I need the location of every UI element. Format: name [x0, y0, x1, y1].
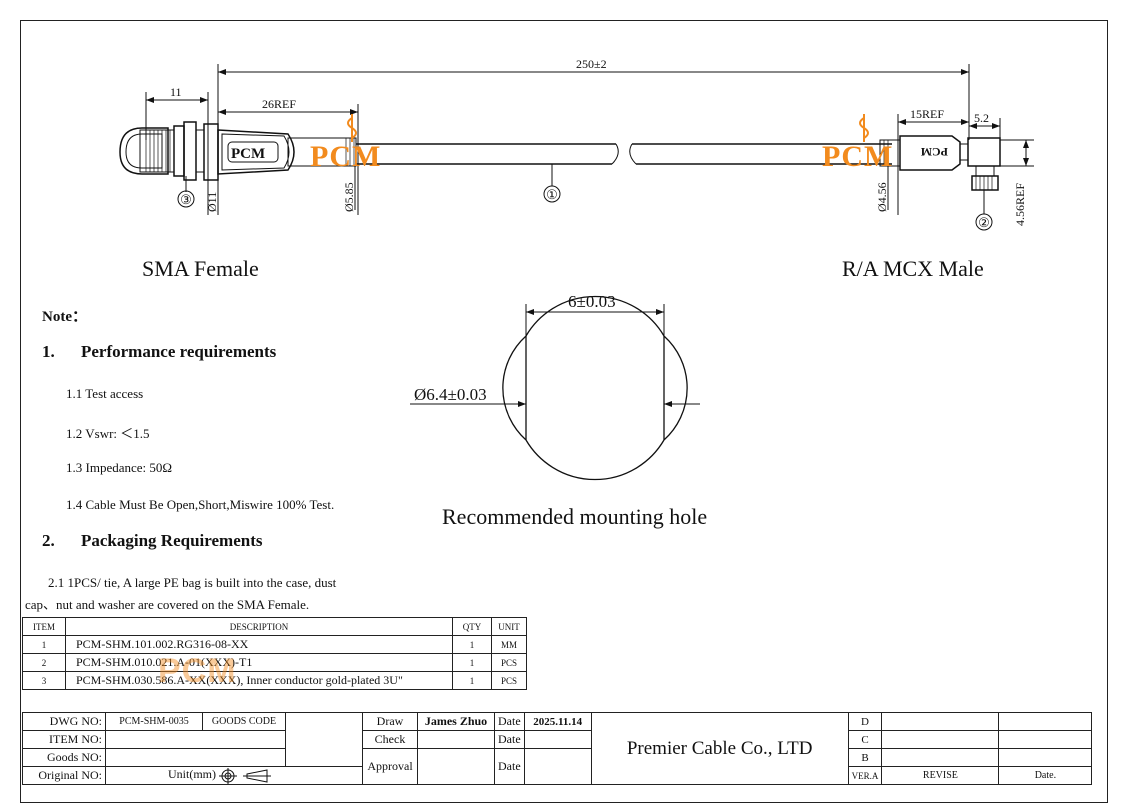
- sma-female-label: SMA Female: [142, 256, 259, 281]
- blank-cell: [998, 712, 1093, 731]
- bom-cell: MM: [491, 635, 527, 654]
- packaging-line-1: 2.1 1PCS/ tie, A large PE bag is built i…: [48, 575, 337, 590]
- date-label: Date: [494, 730, 525, 749]
- revise-label: REVISE: [881, 766, 1000, 785]
- bom-header-row: ITEM DESCRIPTION QTY UNIT: [22, 617, 527, 636]
- bom-cell: PCM-SHM.010.021.A-01(XXX)-T1: [65, 653, 453, 672]
- sma-brand: PCM: [231, 146, 265, 162]
- dim-overall: 250±2: [576, 57, 607, 71]
- unit-cell: Unit(mm): [105, 766, 363, 785]
- dwg-no-value: PCM-SHM-0035: [105, 712, 203, 731]
- section1-title: Performance requirements: [81, 342, 277, 361]
- note-title: Note：: [42, 309, 87, 325]
- balloon-cable: ①: [546, 187, 558, 202]
- cable-assembly-drawing: 250±2 11 26REF 15REF 5.2 Ø11 Ø5.85 Ø4.56…: [119, 57, 1034, 231]
- blank-cell: [881, 730, 1000, 749]
- section2-title: Packaging Requirements: [81, 531, 263, 550]
- balloon-sma: ③: [180, 192, 192, 207]
- bom-header-item: ITEM: [22, 617, 66, 636]
- watermark-logo-table: PCM: [158, 652, 237, 690]
- watermark-logo-left: PCM: [310, 140, 381, 173]
- bom-cell: PCM-SHM.030.586.A-XX(XXX), Inner conduct…: [65, 671, 453, 690]
- rev-c: C: [847, 730, 883, 749]
- perf-item-2: 1.2 Vswr: ＜1.5: [66, 426, 150, 441]
- blank-cell: [285, 712, 363, 731]
- watermark-logo-right: PCM: [822, 140, 893, 173]
- blank-cell: [285, 748, 363, 767]
- perf-item-4: 1.4 Cable Must Be Open,Short,Miswire 100…: [66, 497, 335, 512]
- bom-cell: 1: [452, 635, 492, 654]
- blank-cell: [417, 748, 495, 785]
- ver-label: VER.A: [847, 766, 883, 785]
- bom-cell: 3: [22, 671, 66, 690]
- drawer-name: James Zhuo: [417, 712, 495, 731]
- approval-label: Approval: [362, 748, 418, 785]
- goods-no-label: Goods NO:: [22, 748, 106, 767]
- goods-code-label: GOODS CODE: [202, 712, 286, 731]
- dim-26ref: 26REF: [262, 97, 296, 111]
- balloon-mcx: ②: [978, 215, 990, 230]
- check-label: Check: [362, 730, 418, 749]
- bom-cell: PCS: [491, 653, 527, 672]
- draw-label: Draw: [362, 712, 418, 731]
- bom-table: ITEM DESCRIPTION QTY UNIT 1 PCM-SHM.101.…: [22, 617, 527, 690]
- hole-diameter-dim: Ø6.4±0.03: [414, 385, 487, 404]
- date-col-label: Date.: [998, 766, 1093, 785]
- bom-cell: 1: [22, 635, 66, 654]
- mcx-male-label: R/A MCX Male: [842, 256, 984, 281]
- projection-symbol-icon: [219, 767, 271, 784]
- title-block: DWG NO: PCM-SHM-0035 GOODS CODE Draw Jam…: [22, 712, 1093, 785]
- table-row: 1 PCM-SHM.101.002.RG316-08-XX 1 MM: [22, 635, 527, 654]
- dwg-no-label: DWG NO:: [22, 712, 106, 731]
- blank-cell: [881, 748, 1000, 767]
- perf-item-3: 1.3 Impedance: 50Ω: [66, 460, 173, 475]
- blank-cell: [417, 730, 495, 749]
- mounting-hole-drawing: 6±0.03 Ø6.4±0.03: [410, 292, 700, 481]
- item-no-label: ITEM NO:: [22, 730, 106, 749]
- goods-no-value: [105, 748, 286, 767]
- dim-dia-4-56: Ø4.56: [875, 182, 889, 212]
- date-label: Date: [494, 712, 525, 731]
- bom-header-qty: QTY: [452, 617, 492, 636]
- bom-cell: PCM-SHM.101.002.RG316-08-XX: [65, 635, 453, 654]
- date-label: Date: [494, 748, 525, 785]
- packaging-line-2: cap、nut and washer are covered on the SM…: [25, 597, 310, 612]
- mounting-hole-caption: Recommended mounting hole: [442, 504, 708, 529]
- blank-cell: [285, 730, 363, 749]
- blank-cell: [998, 748, 1093, 767]
- dim-dia-11: Ø11: [205, 192, 219, 212]
- rev-b: B: [847, 748, 883, 767]
- rev-d: D: [847, 712, 883, 731]
- drawing-frame: [20, 20, 1108, 803]
- unit-label: Unit(mm): [168, 767, 216, 782]
- dim-4-56ref: 4.56REF: [1013, 183, 1027, 226]
- blank-cell: [881, 712, 1000, 731]
- hole-width-dim: 6±0.03: [568, 292, 616, 311]
- table-row: 3 PCM-SHM.030.586.A-XX(XXX), Inner condu…: [22, 671, 527, 690]
- item-no-value: [105, 730, 286, 749]
- bom-cell: 1: [452, 653, 492, 672]
- original-no-label: Original NO:: [22, 766, 106, 785]
- blank-cell: [523, 730, 592, 749]
- blank-cell: [998, 730, 1093, 749]
- dim-5-2: 5.2: [974, 111, 989, 125]
- bom-header-unit: UNIT: [491, 617, 527, 636]
- bom-cell: 2: [22, 653, 66, 672]
- company-name: Premier Cable Co., LTD: [590, 712, 849, 785]
- mcx-brand: PCM: [921, 145, 948, 159]
- dim-11: 11: [170, 85, 182, 99]
- bom-cell: PCS: [491, 671, 527, 690]
- bom-header-description: DESCRIPTION: [65, 617, 453, 636]
- section2-number: 2.: [42, 531, 55, 550]
- draw-date: 2025.11.14: [523, 712, 592, 731]
- table-row: 2 PCM-SHM.010.021.A-01(XXX)-T1 1 PCS: [22, 653, 527, 672]
- blank-cell: [523, 748, 592, 785]
- section1-number: 1.: [42, 342, 55, 361]
- dim-15ref: 15REF: [910, 107, 944, 121]
- bom-cell: 1: [452, 671, 492, 690]
- perf-item-1: 1.1 Test access: [66, 386, 144, 401]
- dim-dia-5-85: Ø5.85: [342, 182, 356, 212]
